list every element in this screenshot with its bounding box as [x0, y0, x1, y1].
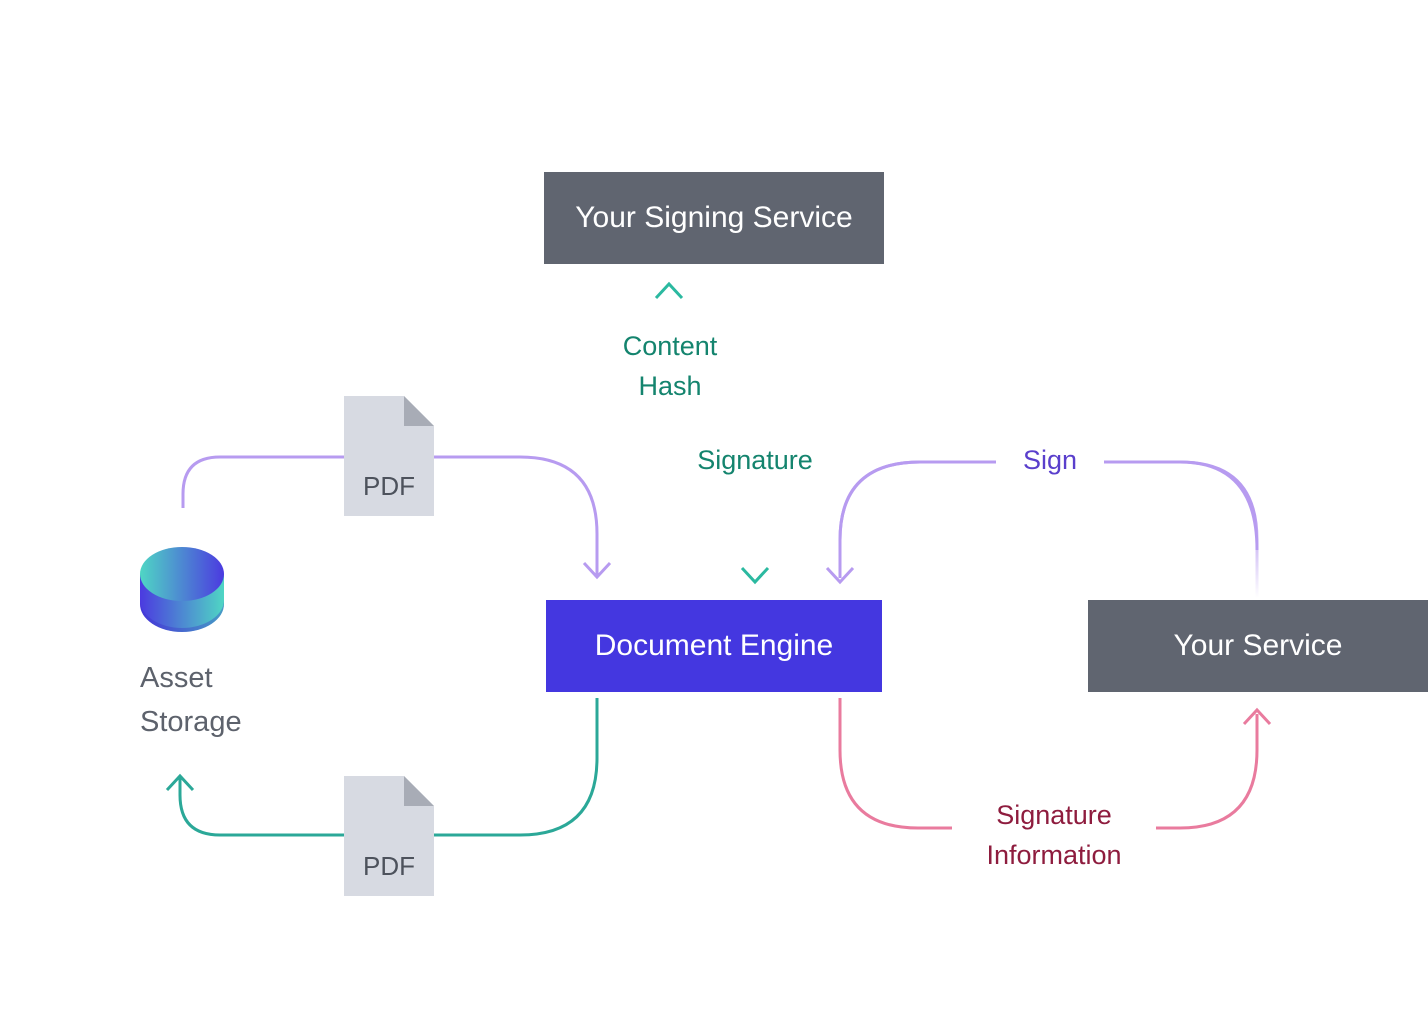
sign-label: Sign	[996, 440, 1104, 480]
content-hash-arrowhead	[654, 281, 684, 300]
download-arrowhead	[165, 773, 195, 792]
signature-information-label-line-1: Signature	[996, 800, 1112, 830]
pdf-download-label: PDF	[363, 851, 415, 881]
signature-information-label: Signature Information	[952, 795, 1156, 875]
signature-label: Signature	[682, 440, 828, 480]
your-service-node[interactable]: Your Service	[1088, 600, 1428, 692]
sign-flow	[838, 460, 1259, 598]
pdf-upload-label: PDF	[363, 471, 415, 501]
asset-storage-label-line-1: Asset	[140, 662, 213, 694]
sign-arrowhead	[825, 566, 855, 585]
upload-arrowhead	[582, 561, 612, 580]
download-flow	[178, 698, 599, 837]
signing-service-node[interactable]: Your Signing Service	[544, 172, 884, 264]
asset-storage-label: Asset Storage	[140, 656, 242, 744]
asset-storage-label-line-2: Storage	[140, 706, 242, 738]
database-cylinder-icon	[140, 547, 224, 632]
content-hash-label: Content Hash	[598, 324, 742, 408]
content-hash-label-line-1: Content	[622, 331, 718, 361]
signature-info-arrowhead	[1242, 707, 1272, 726]
signature-information-label-line-2: Information	[986, 840, 1122, 870]
upload-flow	[181, 455, 599, 576]
document-icon	[344, 396, 434, 516]
pdf-download-document: PDF	[344, 776, 434, 896]
document-icon	[344, 776, 434, 896]
document-engine-node[interactable]: Document Engine	[546, 600, 882, 692]
content-hash-label-line-2: Hash	[638, 371, 702, 401]
signature-arrowhead	[740, 566, 770, 585]
pdf-upload-document: PDF	[344, 396, 434, 516]
